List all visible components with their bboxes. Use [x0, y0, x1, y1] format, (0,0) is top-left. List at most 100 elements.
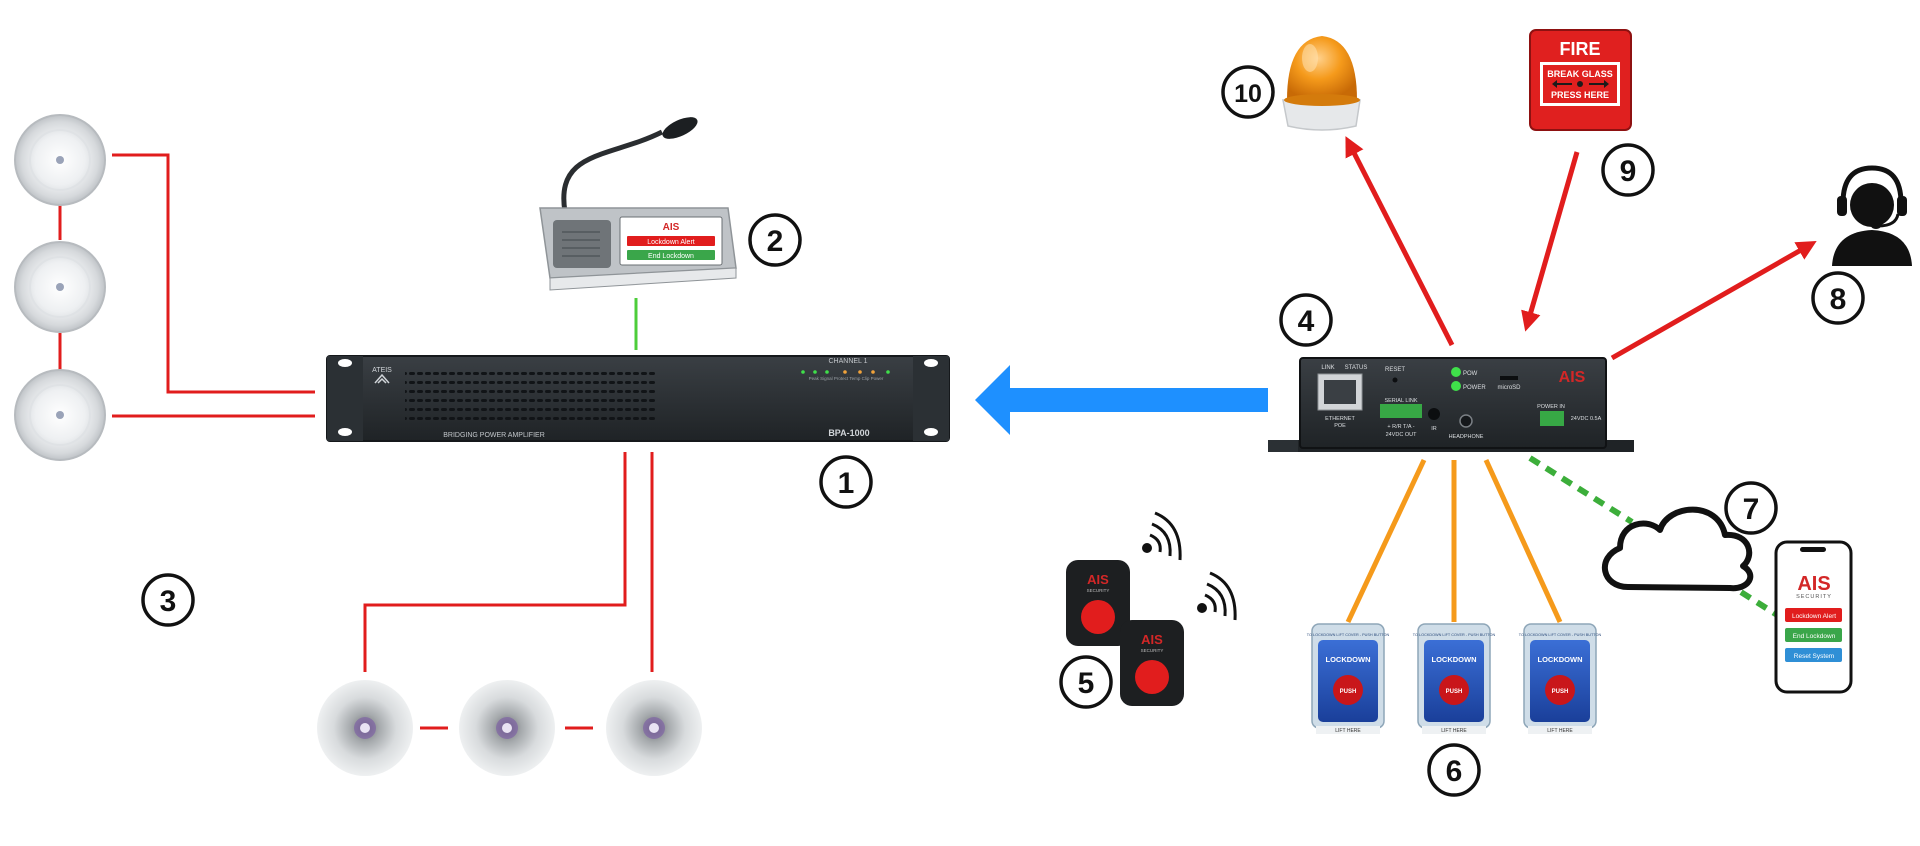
- lockdown2-label: LOCKDOWN: [1432, 655, 1477, 664]
- controller-ir-label: IR: [1431, 426, 1437, 432]
- controller-pow-label: POW: [1463, 371, 1478, 377]
- reset-button-icon: [1392, 377, 1398, 383]
- controller-serial-out-label: 24VDC OUT: [1386, 432, 1418, 438]
- power-led-icon: [1451, 381, 1461, 391]
- fire-line2: PRESS HERE: [1551, 90, 1609, 100]
- serial-link-terminal: [1380, 404, 1422, 418]
- ateis-logo-icon: [374, 373, 390, 384]
- controller-power-label: POWER: [1463, 385, 1486, 391]
- phone-lockdown-alert-button: [1785, 608, 1842, 622]
- ceiling-speaker-3: [14, 369, 106, 461]
- badge-6: 6: [1427, 743, 1481, 797]
- mic-lockdown-alert-label: Lockdown Alert: [647, 239, 695, 246]
- mic-station-brand: AIS: [663, 222, 680, 233]
- key-fob-2: AIS SECURITY: [1120, 620, 1184, 706]
- controller-poe-label: POE: [1334, 423, 1346, 429]
- lockdown3-push: PUSH: [1552, 689, 1569, 695]
- badge-9-number: 9: [1620, 155, 1637, 188]
- network-link: [1528, 455, 1784, 621]
- wire-horn-left: [363, 452, 627, 672]
- lockdown2-lift: LIFT HERE: [1441, 728, 1467, 734]
- badge-2: 2: [748, 213, 802, 267]
- mic-end-lockdown-button: [627, 250, 715, 260]
- mic-head-icon: [662, 117, 698, 139]
- speaker-wiring: [58, 153, 654, 730]
- number-badges: 1 2 3 4 5 6 7 8: [141, 65, 1865, 797]
- mic-end-lockdown-label: End Lockdown: [648, 253, 694, 260]
- badge-10: 10: [1221, 65, 1275, 119]
- microsd-slot: [1500, 376, 1518, 380]
- fob1-red-button: [1081, 600, 1115, 634]
- fire-line1: BREAK GLASS: [1547, 69, 1613, 79]
- dashed-controller-to-cloud: [1528, 455, 1634, 525]
- badge-5: 5: [1059, 655, 1113, 709]
- wire-lockdown-3: [1483, 458, 1563, 624]
- horn-speaker-1: [317, 680, 413, 776]
- mobile-app: AIS SECURITY Lockdown Alert End Lockdown…: [1774, 540, 1853, 694]
- badge-1: 1: [819, 455, 873, 509]
- fob1-brand: AIS: [1087, 572, 1109, 587]
- phone-end-lockdown-button: [1785, 628, 1842, 642]
- controller-brand: AIS: [1559, 369, 1586, 386]
- fob2-brand: AIS: [1141, 632, 1163, 647]
- horn-speaker-3: [606, 680, 702, 776]
- phone-reset-system-label: Reset System: [1794, 653, 1834, 660]
- fob2-sub: SECURITY: [1141, 648, 1164, 653]
- badge-7-number: 7: [1743, 493, 1760, 526]
- badge-8-number: 8: [1830, 283, 1847, 316]
- lockdown1-push: PUSH: [1340, 689, 1357, 695]
- ceiling-speaker-2: [14, 241, 106, 333]
- phone-sub: SECURITY: [1796, 594, 1832, 600]
- amplifier-brand: ATEIS: [372, 367, 392, 374]
- controller-power-rating-label: 24VDC 0.5A: [1571, 416, 1602, 422]
- controller-serial-link-label: SERIAL LINK: [1384, 398, 1417, 404]
- pow-led-icon: [1451, 367, 1461, 377]
- lockdown1-label: LOCKDOWN: [1326, 655, 1371, 664]
- amplifier-leds: [801, 370, 890, 374]
- phone-reset-system-button: [1785, 648, 1842, 662]
- fire-arrows-icon: [1552, 80, 1609, 88]
- paging-microphone-station: AIS Lockdown Alert End Lockdown: [539, 117, 737, 291]
- fire-title: FIRE: [1559, 39, 1600, 59]
- arrow-to-operator: [1610, 241, 1817, 361]
- lockdown2-top-text: TO LOCKDOWN LIFT COVER - PUSH BUTTON: [1413, 633, 1496, 637]
- key-fob-1: AIS SECURITY: [1066, 560, 1130, 646]
- cloud-icon: [1601, 506, 1754, 592]
- lockdown1-top-text: TO LOCKDOWN LIFT COVER - PUSH BUTTON: [1307, 633, 1390, 637]
- wire-lockdown-1: [1345, 458, 1427, 624]
- phone-end-lockdown-label: End Lockdown: [1793, 633, 1836, 640]
- badge-4: 4: [1279, 293, 1333, 347]
- lockdown3-top-text: TO LOCKDOWN LIFT COVER - PUSH BUTTON: [1519, 633, 1602, 637]
- wireless-signal-icon-2: [1197, 571, 1237, 621]
- ir-sensor-icon: [1428, 408, 1440, 420]
- power-in-terminal: [1540, 411, 1564, 426]
- fob1-sub: SECURITY: [1087, 588, 1110, 593]
- phone-lockdown-alert-label: Lockdown Alert: [1792, 613, 1836, 620]
- controller-power-in-label: POWER IN: [1537, 404, 1565, 410]
- horn-speaker-2: [459, 680, 555, 776]
- lockdown1-lift: LIFT HERE: [1335, 728, 1361, 734]
- lockdown-button-wiring: [1345, 458, 1563, 624]
- controller-serial-pins-label: + R/R T/A -: [1387, 424, 1414, 430]
- headphone-jack-icon: [1459, 414, 1473, 428]
- badge-10-number: 10: [1234, 80, 1262, 108]
- phone-brand: AIS: [1797, 573, 1830, 595]
- amplifier-led-legend: Peak Signal Protect Temp Clip Power: [809, 376, 884, 381]
- badge-9: 9: [1601, 143, 1655, 197]
- controller-reset-label: RESET: [1385, 367, 1405, 373]
- controller-microsd-label: microSD: [1497, 385, 1521, 391]
- wire-ceiling-top: [112, 153, 315, 394]
- lockdown-button-1: TO LOCKDOWN LIFT COVER - PUSH BUTTON LOC…: [1307, 623, 1390, 734]
- controller-ethernet-label: ETHERNET: [1325, 416, 1355, 422]
- bridging-power-amplifier: ATEIS BRIDGING POWER AMPLIFIER CHANNEL 1…: [326, 355, 950, 442]
- mic-lockdown-alert-button: [627, 236, 715, 246]
- controller-status-label: STATUS: [1345, 365, 1368, 371]
- controller-to-amplifier-arrow: [975, 365, 1268, 435]
- badge-2-number: 2: [767, 225, 784, 258]
- badge-5-number: 5: [1078, 667, 1095, 700]
- arrow-from-fire-alarm: [1521, 151, 1580, 332]
- fob2-red-button: [1135, 660, 1169, 694]
- lockdown2-push: PUSH: [1446, 689, 1463, 695]
- badge-1-number: 1: [838, 467, 855, 500]
